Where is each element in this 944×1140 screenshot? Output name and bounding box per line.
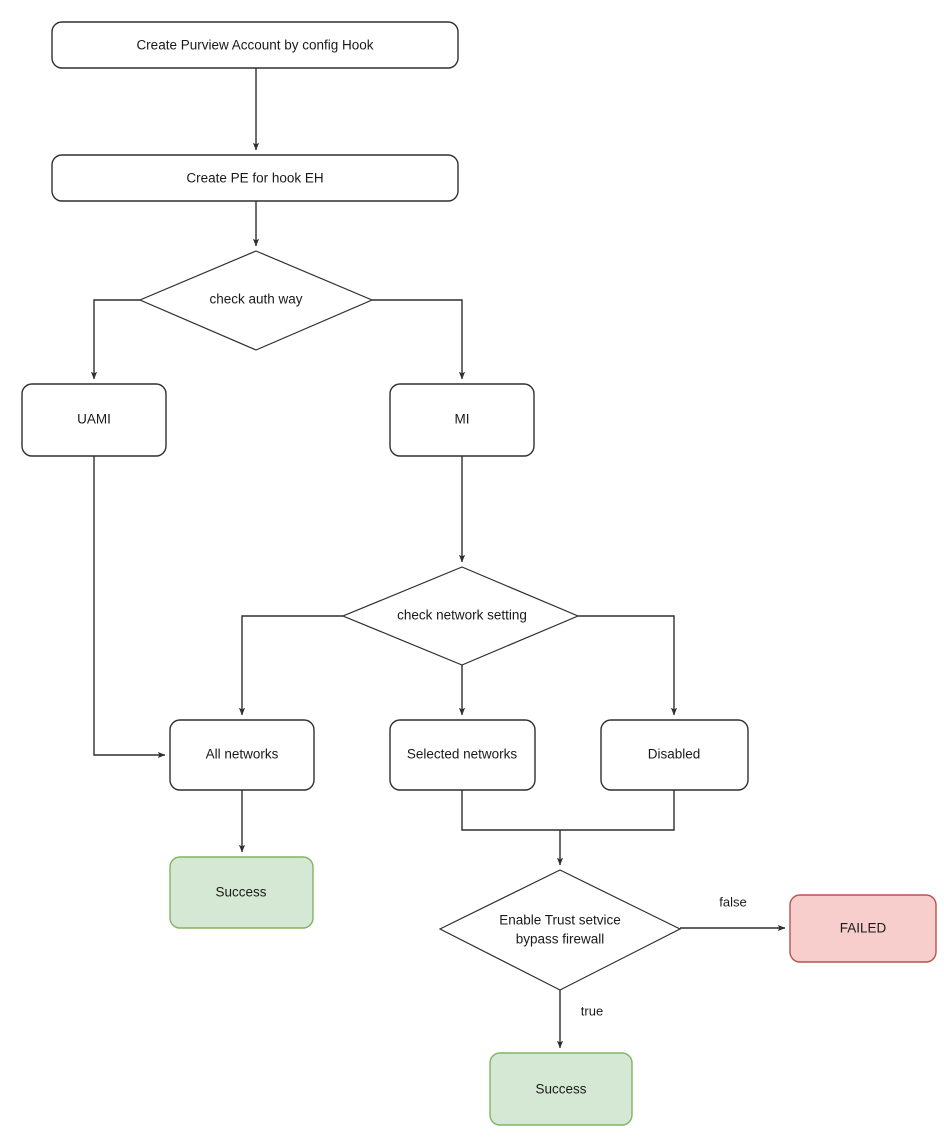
node-selected-networks-label: Selected networks xyxy=(407,747,518,762)
node-create-purview-account[interactable]: Create Purview Account by config Hook xyxy=(51,21,459,69)
node-check-network-setting[interactable]: check network setting xyxy=(341,566,580,666)
node-success-bottom-label: Success xyxy=(535,1082,586,1097)
node-success-bottom-shape[interactable] xyxy=(489,1052,633,1126)
node-all-networks-label: All networks xyxy=(206,747,279,762)
node-disabled[interactable]: Disabled xyxy=(600,719,749,791)
node-enable-trust-service-bypass-firewall-label-line1: Enable Trust setvice xyxy=(499,913,621,928)
node-mi-label: MI xyxy=(455,412,470,427)
node-enable-trust-service-bypass-firewall-shape[interactable] xyxy=(438,869,682,991)
node-create-purview-account-label: Create Purview Account by config Hook xyxy=(136,38,373,53)
edge-label-false: false xyxy=(719,894,746,909)
node-check-network-setting-shape[interactable] xyxy=(341,566,580,666)
edge-check-network-to-all-networks xyxy=(238,615,343,716)
node-enable-trust-service-bypass-firewall[interactable]: Enable Trust setvice bypass firewall xyxy=(438,869,682,991)
node-disabled-label: Disabled xyxy=(648,747,701,762)
node-check-auth-way-label: check auth way xyxy=(209,292,302,307)
node-uami[interactable]: UAMI xyxy=(21,383,167,457)
node-uami-label: UAMI xyxy=(77,412,111,427)
edge-label-layer: false true xyxy=(581,894,747,1018)
node-create-purview-account-shape[interactable] xyxy=(51,21,459,69)
node-success-left-label: Success xyxy=(215,885,266,900)
node-uami-shape[interactable] xyxy=(21,383,167,457)
node-create-pe-for-hook-eh[interactable]: Create PE for hook EH xyxy=(51,154,459,202)
node-check-network-setting-label: check network setting xyxy=(397,608,527,623)
node-success-bottom[interactable]: Success xyxy=(489,1052,633,1126)
node-create-pe-for-hook-eh-shape[interactable] xyxy=(51,154,459,202)
edge-check-network-to-disabled xyxy=(578,615,678,716)
edge-uami-to-all-networks xyxy=(93,456,166,759)
node-success-left-shape[interactable] xyxy=(169,856,314,929)
node-success-left[interactable]: Success xyxy=(169,856,314,929)
edge-selected-networks-to-enable-trust xyxy=(461,790,675,831)
node-layer: Create Purview Account by config Hook Cr… xyxy=(21,21,937,1126)
node-create-pe-for-hook-eh-label: Create PE for hook EH xyxy=(186,171,323,186)
node-check-auth-way-shape[interactable] xyxy=(138,250,374,351)
edge-check-auth-to-uami xyxy=(90,299,140,380)
node-selected-networks-shape[interactable] xyxy=(389,719,536,791)
node-all-networks-shape[interactable] xyxy=(169,719,315,791)
node-check-auth-way[interactable]: check auth way xyxy=(138,250,374,351)
node-selected-networks[interactable]: Selected networks xyxy=(389,719,536,791)
node-enable-trust-service-bypass-firewall-label-line2: bypass firewall xyxy=(516,932,605,947)
node-all-networks[interactable]: All networks xyxy=(169,719,315,791)
edge-check-auth-to-mi xyxy=(372,299,466,380)
node-failed[interactable]: FAILED xyxy=(789,894,937,963)
edge-layer xyxy=(90,68,786,1049)
edge-label-true: true xyxy=(581,1003,603,1018)
node-failed-label: FAILED xyxy=(840,921,887,936)
node-disabled-shape[interactable] xyxy=(600,719,749,791)
node-mi-shape[interactable] xyxy=(389,383,535,457)
node-mi[interactable]: MI xyxy=(389,383,535,457)
node-failed-shape[interactable] xyxy=(789,894,937,963)
